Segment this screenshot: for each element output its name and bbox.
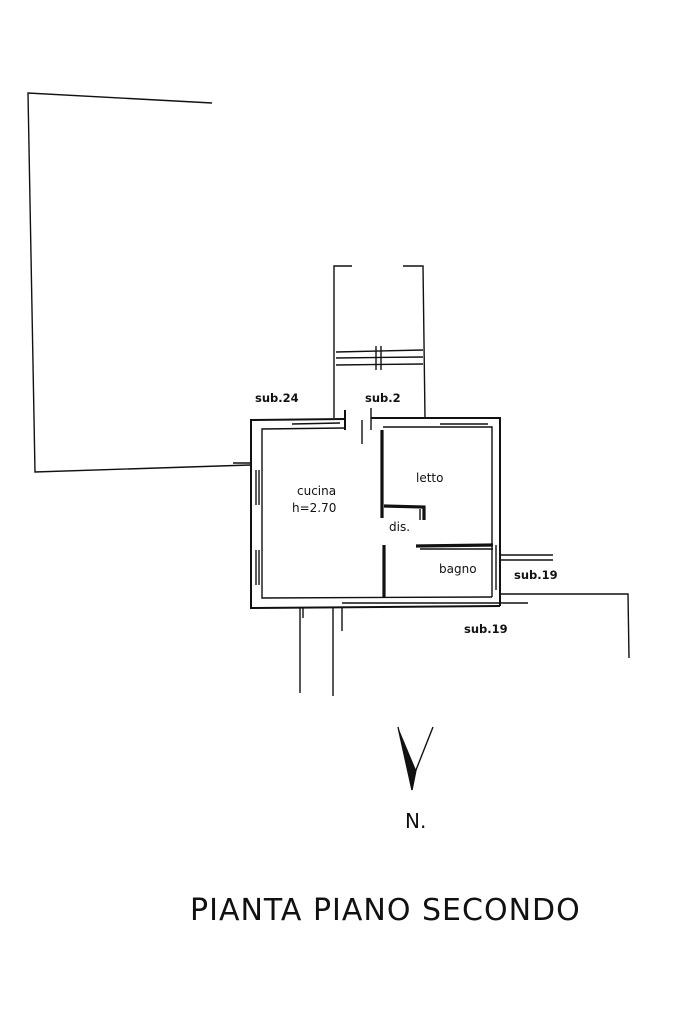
- room-label-dis: dis.: [389, 520, 410, 534]
- interior-partitions: [380, 430, 494, 597]
- room-height-label: h=2.70: [292, 501, 336, 515]
- north-arrow-icon: [397, 726, 434, 791]
- stair-block-sub2: [333, 265, 426, 419]
- adjacent-unit-sub19-walls: [500, 554, 630, 659]
- label-sub2: sub.2: [365, 391, 401, 405]
- drawing-title: PIANTA PIANO SECONDO: [190, 893, 581, 928]
- room-label-bagno: bagno: [439, 562, 477, 576]
- apartment-outer-walls: [250, 408, 501, 610]
- adjacent-unit-sub24-outline: [27, 92, 252, 473]
- room-label-letto: letto: [416, 471, 443, 485]
- label-sub19-right: sub.19: [514, 568, 558, 582]
- lower-wall-segments: [299, 602, 528, 696]
- north-label: N.: [405, 809, 426, 833]
- label-sub19-bottom: sub.19: [464, 622, 508, 636]
- room-label-cucina: cucina: [297, 484, 336, 498]
- label-sub24: sub.24: [255, 391, 299, 405]
